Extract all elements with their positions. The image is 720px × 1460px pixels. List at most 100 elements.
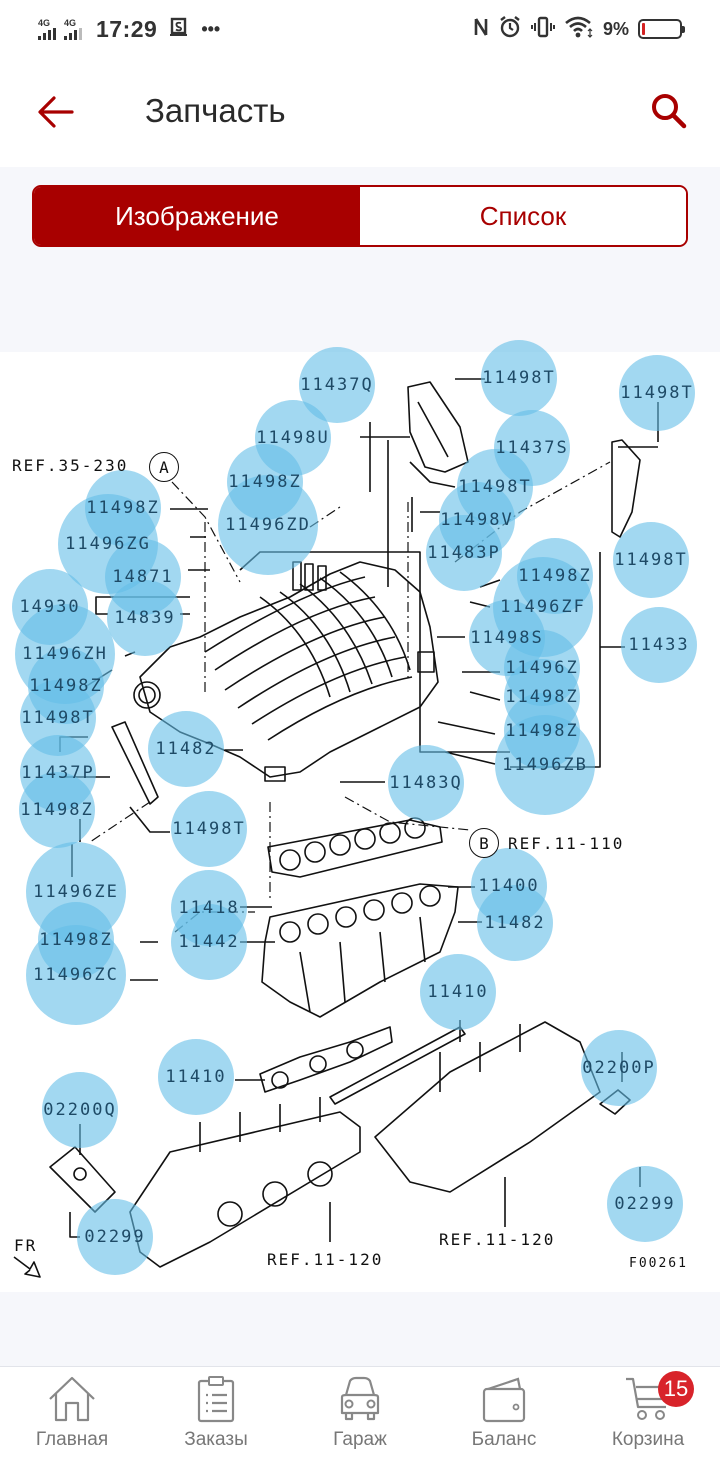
- parts-diagram[interactable]: 11437Q 11498T 11498T 11498U 11437S 11498Z 1149…: [0, 340, 720, 1292]
- part-hotspot[interactable]: [426, 515, 502, 591]
- ref-label-b: REF.11-110: [508, 834, 625, 853]
- part-number-label[interactable]: 11498Z: [518, 566, 592, 586]
- part-number-label[interactable]: 11437Q: [300, 375, 374, 395]
- wifi-icon: [564, 15, 594, 44]
- back-button[interactable]: [36, 92, 76, 132]
- part-hotspot[interactable]: [19, 772, 95, 848]
- part-number-label[interactable]: 11496ZB: [502, 755, 588, 775]
- part-number-label[interactable]: 11498Z: [39, 930, 113, 950]
- part-number-label[interactable]: 11418: [178, 898, 240, 918]
- ref-label-d: REF.11-120: [439, 1230, 556, 1249]
- gasket-11410-right: [329, 1026, 466, 1105]
- nfc-icon: [473, 16, 489, 43]
- car-icon: [340, 1376, 380, 1421]
- part-number-label[interactable]: 14839: [114, 608, 176, 628]
- intake-manifold-lower: [261, 883, 459, 1018]
- alarm-icon: [498, 15, 522, 44]
- nav-label-cart: Корзина: [611, 1429, 685, 1450]
- part-number-label[interactable]: 11496ZC: [33, 965, 119, 985]
- part-number-label[interactable]: 11437P: [21, 763, 95, 783]
- view-segmented-control: Изображение Список: [32, 185, 688, 247]
- part-hotspot[interactable]: [481, 340, 557, 416]
- part-number-label[interactable]: 11498U: [256, 428, 330, 448]
- part-number-label[interactable]: 11498T: [458, 477, 532, 497]
- part-hotspot[interactable]: [613, 522, 689, 598]
- part-number-label[interactable]: 11496ZD: [225, 515, 311, 535]
- part-hotspot[interactable]: [477, 885, 553, 961]
- part-number-label[interactable]: 11498S: [470, 628, 544, 648]
- part-number-label[interactable]: 11400: [478, 876, 540, 896]
- part-number-label[interactable]: 11498Z: [20, 800, 94, 820]
- nav-cart[interactable]: 15 Корзина: [576, 1367, 720, 1460]
- part-number-label[interactable]: 11498T: [172, 819, 246, 839]
- part-number-label[interactable]: 14930: [19, 597, 81, 617]
- part-number-label[interactable]: 11437S: [495, 438, 569, 458]
- nav-orders[interactable]: Заказы: [144, 1367, 288, 1460]
- part-hotspot[interactable]: [77, 1199, 153, 1275]
- part-number-label[interactable]: 11410: [165, 1067, 227, 1087]
- part-number-label[interactable]: 11498Z: [505, 687, 579, 707]
- part-hotspot[interactable]: [218, 475, 318, 575]
- part-number-label[interactable]: 11483Q: [389, 773, 463, 793]
- part-number-label[interactable]: 11498Z: [505, 721, 579, 741]
- part-hotspot[interactable]: [148, 711, 224, 787]
- part-number-label[interactable]: 11496ZE: [33, 882, 119, 902]
- part-number-label[interactable]: 11482: [155, 739, 217, 759]
- part-hotspot[interactable]: [107, 580, 183, 656]
- home-icon: [49, 1376, 95, 1422]
- part-hotspot[interactable]: [619, 355, 695, 431]
- part-number-label[interactable]: 02200Q: [43, 1100, 117, 1120]
- screenshot-icon: [169, 16, 189, 43]
- part-number-label[interactable]: 11498T: [620, 383, 694, 403]
- nav-garage[interactable]: Гараж: [288, 1367, 432, 1460]
- nav-balance[interactable]: Баланс: [432, 1367, 576, 1460]
- wallet-icon: [482, 1377, 526, 1423]
- part-number-label[interactable]: 11498V: [440, 510, 514, 530]
- fr-arrow: [13, 1256, 41, 1278]
- more-notifications: •••: [201, 18, 221, 39]
- ref-label-c: REF.11-120: [267, 1250, 384, 1269]
- app-header: Запчасть: [0, 70, 720, 165]
- search-button[interactable]: [648, 90, 690, 132]
- part-number-label[interactable]: 11482: [484, 913, 546, 933]
- part-number-label[interactable]: 02299: [84, 1227, 146, 1247]
- part-number-label[interactable]: 11498T: [21, 708, 95, 728]
- nav-label-home: Главная: [35, 1429, 109, 1450]
- part-hotspot[interactable]: [171, 904, 247, 980]
- part-number-label[interactable]: 02200P: [582, 1058, 656, 1078]
- signal-icon-2: 4G: [64, 18, 82, 40]
- part-hotspot[interactable]: [495, 715, 595, 815]
- part-hotspot[interactable]: [158, 1039, 234, 1115]
- nav-home[interactable]: Главная: [0, 1367, 144, 1460]
- signal-icon: 4G: [38, 18, 56, 40]
- part-number-label[interactable]: 11410: [427, 982, 489, 1002]
- callout-label-layer: 11437Q 11498T 11498T 11498U 11437S 11498Z 1149…: [0, 352, 720, 1292]
- tab-list[interactable]: Список: [360, 187, 686, 245]
- part-number-label[interactable]: 11498Z: [29, 676, 103, 696]
- part-hotspot[interactable]: [581, 1030, 657, 1106]
- part-hotspot[interactable]: [26, 925, 126, 1025]
- part-number-label[interactable]: 14871: [112, 567, 174, 587]
- part-number-label[interactable]: 11498Z: [86, 498, 160, 518]
- part-hotspot[interactable]: [42, 1072, 118, 1148]
- part-number-label[interactable]: 11496ZH: [22, 644, 108, 664]
- part-hotspot[interactable]: [607, 1166, 683, 1242]
- page-title: Запчасть: [145, 92, 286, 129]
- part-number-label[interactable]: 11433: [628, 635, 690, 655]
- part-hotspot[interactable]: [171, 791, 247, 867]
- part-hotspot[interactable]: [388, 745, 464, 821]
- part-number-label[interactable]: 11483P: [427, 543, 501, 563]
- tab-image[interactable]: Изображение: [34, 187, 360, 245]
- part-number-label[interactable]: 11496ZG: [65, 534, 151, 554]
- part-number-label[interactable]: 11498Z: [228, 472, 302, 492]
- part-hotspot[interactable]: [621, 607, 697, 683]
- part-number-label[interactable]: 11496Z: [505, 658, 579, 678]
- search-icon: [652, 94, 687, 129]
- part-number-label[interactable]: 11496ZF: [500, 597, 586, 617]
- part-hotspot[interactable]: [420, 954, 496, 1030]
- part-number-label[interactable]: 02299: [614, 1194, 676, 1214]
- status-bar: 4G 4G 17:29 ••• 9%: [0, 0, 720, 58]
- part-number-label[interactable]: 11498T: [614, 550, 688, 570]
- part-number-label[interactable]: 11442: [178, 932, 240, 952]
- part-number-label[interactable]: 11498T: [482, 368, 556, 388]
